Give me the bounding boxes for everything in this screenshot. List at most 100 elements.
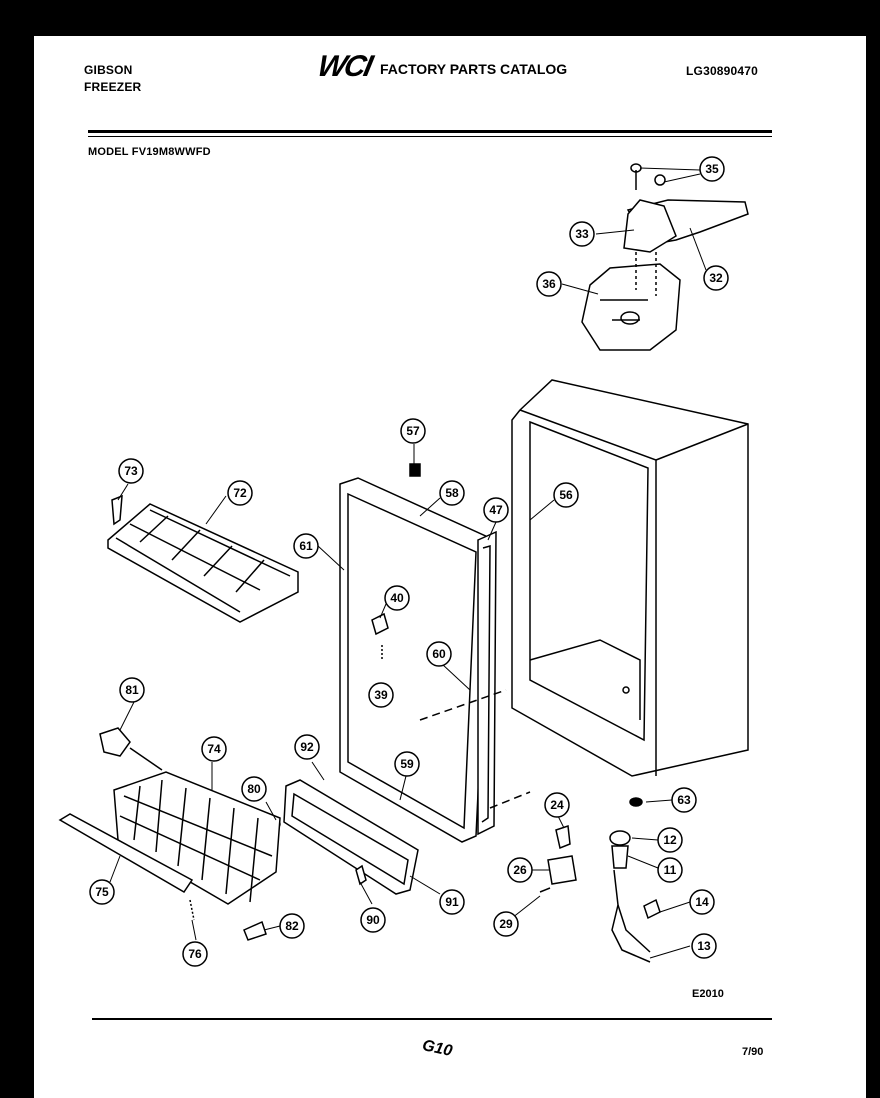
callout-circle	[671, 787, 697, 813]
callout-label: 32	[709, 271, 723, 285]
callout-label: 59	[400, 757, 414, 771]
callout-label: 57	[406, 424, 420, 438]
callout-label: 80	[247, 782, 261, 796]
callout-label: 36	[542, 277, 556, 291]
callout-label: 63	[677, 793, 691, 807]
callout-label: 40	[390, 591, 404, 605]
callout-36: 36	[536, 271, 562, 297]
callout-56: 56	[553, 482, 579, 508]
callout-11: 11	[657, 857, 683, 883]
callout-57: 57	[400, 418, 426, 444]
callout-circle	[657, 827, 683, 853]
callout-58: 58	[439, 480, 465, 506]
callout-label: 73	[124, 464, 138, 478]
callout-29: 29	[493, 911, 519, 937]
callout-label: 14	[695, 895, 709, 909]
part-57	[409, 463, 421, 477]
brand-line-1: GIBSON	[84, 63, 133, 77]
bracket-33	[623, 199, 677, 253]
cabinet-56	[511, 379, 749, 777]
callout-circle	[439, 889, 465, 915]
callout-label: 90	[366, 913, 380, 927]
callout-73: 73	[118, 458, 144, 484]
callout-circle	[691, 933, 717, 959]
drawing-code: E2010	[692, 988, 724, 1000]
callout-circle	[426, 641, 452, 667]
callout-circle	[507, 857, 533, 883]
callout-circle	[483, 497, 509, 523]
part-81	[99, 727, 131, 757]
callout-39: 39	[368, 682, 394, 708]
callout-label: 75	[95, 885, 109, 899]
callout-label: 13	[697, 939, 711, 953]
callout-33: 33	[569, 221, 595, 247]
header-rule-thin	[88, 136, 772, 137]
callout-label: 72	[233, 486, 247, 500]
assembly-36	[581, 263, 681, 351]
gasket-47	[477, 530, 497, 836]
callout-82: 82	[279, 913, 305, 939]
callout-label: 74	[207, 742, 221, 756]
callout-14: 14	[689, 889, 715, 915]
callout-80: 80	[241, 776, 267, 802]
callout-26: 26	[507, 857, 533, 883]
callout-circle	[89, 879, 115, 905]
callout-81: 81	[119, 677, 145, 703]
part-82	[243, 920, 267, 941]
callout-circle	[294, 734, 320, 760]
callout-60: 60	[426, 641, 452, 667]
callout-circle	[657, 857, 683, 883]
callout-24: 24	[544, 792, 570, 818]
callout-74: 74	[201, 736, 227, 762]
shelf-72	[107, 503, 299, 623]
callout-circle	[536, 271, 562, 297]
callout-12: 12	[657, 827, 683, 853]
door-58	[339, 477, 491, 843]
callout-label: 91	[445, 895, 459, 909]
callout-circle	[400, 418, 426, 444]
callout-label: 47	[489, 503, 503, 517]
callout-label: 81	[125, 683, 139, 697]
callout-circle	[227, 480, 253, 506]
part-40	[371, 612, 389, 636]
callout-circle	[279, 913, 305, 939]
callout-label: 11	[664, 863, 677, 877]
callout-label: 56	[559, 488, 573, 502]
model-label: MODEL FV19M8WWFD	[88, 146, 211, 158]
callout-label: 35	[705, 162, 719, 176]
callout-circle	[368, 682, 394, 708]
callout-label: 82	[285, 919, 299, 933]
callout-circle	[544, 792, 570, 818]
revision-date: 7/90	[742, 1046, 764, 1058]
header-rule-top	[88, 130, 772, 133]
callout-label: 58	[445, 486, 459, 500]
catalog-title: FACTORY PARTS CATALOG	[380, 61, 568, 77]
catalog-number: LG30890470	[686, 64, 759, 78]
callout-circle	[553, 482, 579, 508]
callout-label: 29	[499, 917, 513, 931]
callout-label: 76	[188, 947, 202, 961]
callout-13: 13	[691, 933, 717, 959]
callout-label: 24	[550, 798, 564, 812]
callout-label: 33	[575, 227, 589, 241]
callout-circle	[384, 585, 410, 611]
callout-circle	[201, 736, 227, 762]
callout-label: 26	[513, 863, 527, 877]
callout-47: 47	[483, 497, 509, 523]
callout-63: 63	[671, 787, 697, 813]
callout-92: 92	[294, 734, 320, 760]
screw-73	[111, 494, 123, 526]
callout-32: 32	[703, 265, 729, 291]
callout-label: 12	[663, 833, 677, 847]
callout-61: 61	[293, 533, 319, 559]
footer-rule	[92, 1018, 772, 1020]
callout-label: 61	[299, 539, 313, 553]
kickplate-91	[283, 779, 419, 895]
callout-circle	[360, 907, 386, 933]
callout-circle	[439, 480, 465, 506]
callout-circle	[119, 677, 145, 703]
callout-circle	[703, 265, 729, 291]
callout-circle	[493, 911, 519, 937]
callout-circle	[569, 221, 595, 247]
callout-40: 40	[384, 585, 410, 611]
